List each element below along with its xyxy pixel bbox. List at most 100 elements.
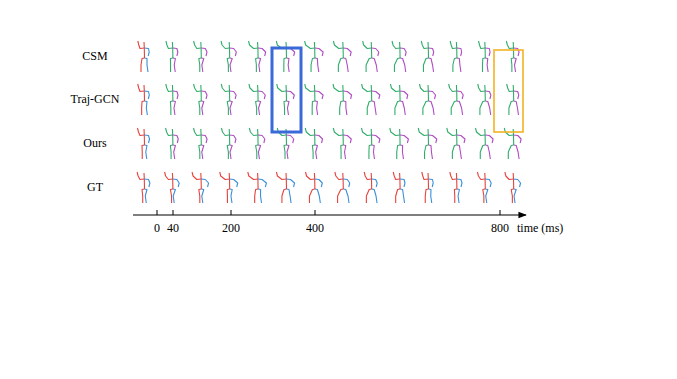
skeleton-limb [372,91,380,99]
skeleton-limb [194,84,202,92]
axis-label: 400 [306,222,324,234]
pose-skeleton [363,41,379,72]
pose-skeleton [194,84,207,115]
skeleton-limb [454,189,457,203]
skeleton-limb [257,85,259,101]
pose-skeleton [305,41,324,72]
skeleton-limb [201,58,204,72]
skeleton-limb [457,91,463,99]
skeleton-limb [249,84,258,92]
skeleton-limb [484,129,486,145]
skeleton-limb [425,145,429,159]
skeleton-limb [172,42,174,58]
skeleton-limb [172,129,174,145]
skeleton-limb [201,48,207,56]
skeleton-limb [400,145,403,159]
skeleton-limb [227,189,230,203]
axis-label: time (ms) [517,222,563,234]
skeleton-limb [170,58,173,72]
skeleton-limb [142,101,145,115]
pose-skeleton [505,172,521,203]
pose-skeleton [276,41,294,72]
skeleton-limb [173,58,176,72]
pose-skeleton [220,172,238,203]
pose-skeleton [447,128,465,159]
skeleton-limb [399,42,401,58]
skeleton-limb [145,145,148,159]
skeleton-limb [479,41,486,49]
skeleton-limb [343,48,351,56]
pose-skeleton [166,84,178,115]
pose-skeleton [249,84,265,115]
pose-skeleton [276,172,294,203]
skeleton-limb [372,179,378,187]
pose-skeleton [450,172,462,203]
skeleton-limb [400,48,406,56]
skeleton-limb [248,172,258,180]
skeleton-limb [456,129,458,145]
skeleton-limb [485,91,491,99]
skeleton-limb [419,84,428,92]
skeleton-limb [371,173,373,189]
skeleton-limb [395,101,400,115]
skeleton-limb [201,91,207,99]
pose-skeleton [364,172,377,203]
pose-skeleton [422,172,433,203]
pose-skeleton [450,41,461,72]
skeleton-limb [221,128,229,136]
pose-skeleton [479,41,491,72]
skeleton-limb [456,173,458,189]
skeleton-limb [485,101,490,115]
pose-skeleton [221,84,236,115]
skeleton-limb [484,42,486,58]
skeleton-limb [447,128,457,136]
highlight-box [494,50,523,132]
skeleton-limb [400,58,406,72]
skeleton-limb [514,179,521,187]
skeleton-limb [429,145,433,159]
skeleton-limb [341,145,344,159]
skeleton-limb [366,58,372,72]
skeleton-limb [484,173,486,189]
skeleton-limb [485,179,491,187]
skeleton-limb [192,172,201,180]
skeleton-limb [311,58,315,72]
skeleton-limb [315,58,319,72]
pose-skeleton [221,128,235,159]
skeleton-limb [144,179,150,187]
skeleton-limb [338,58,343,72]
pose-skeleton [421,41,433,72]
skeleton-limb [285,85,287,101]
skeleton-limb [513,173,515,189]
skeleton-limb [485,189,488,203]
skeleton-limb [315,145,318,159]
skeleton-limb [514,145,519,159]
skeleton-limb [514,135,522,143]
skeleton-limb [427,173,429,189]
skeleton-limb [457,189,460,203]
skeleton-limb [312,145,315,159]
skeleton-limb [286,91,294,99]
skeleton-limb [452,145,457,159]
skeleton-limb [287,101,290,115]
skeleton-limb [333,41,343,49]
pose-skeleton [306,172,323,203]
pose-skeleton [221,41,236,72]
skeleton-limb [397,145,400,159]
skeleton-limb [333,84,343,92]
skeleton-limb [372,189,377,203]
skeleton-limb [451,101,457,115]
skeleton-limb [372,58,378,72]
skeleton-limb [286,179,294,187]
skeleton-limb [422,172,429,180]
skeleton-limb [285,42,287,58]
skeleton-limb [165,172,173,180]
skeleton-limb [343,101,347,115]
skeleton-limb [342,85,344,101]
skeleton-limb [485,58,488,72]
skeleton-limb [173,91,178,99]
pose-skeleton [194,41,207,72]
skeleton-limb [343,135,351,143]
skeleton-limb [343,145,346,159]
pose-skeleton [390,84,407,115]
